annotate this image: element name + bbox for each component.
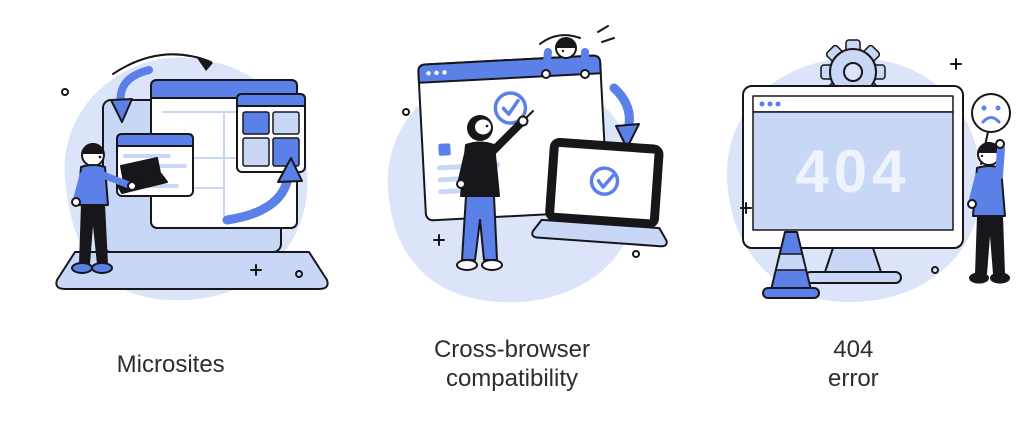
window-header — [417, 54, 602, 84]
refresh-arrows — [109, 53, 303, 225]
person-legs — [78, 204, 108, 264]
person-face — [474, 119, 491, 135]
panel-cross-browser: Cross-browser compatibility — [341, 0, 682, 439]
person-figure — [967, 139, 1011, 284]
person-figure — [70, 143, 168, 274]
cross-browser-illustration-svg — [387, 25, 668, 303]
caption-microsites: Microsites — [117, 318, 225, 410]
caption-line: Cross-browser — [433, 336, 590, 363]
person-shoe — [990, 272, 1011, 284]
arrow-head — [109, 98, 133, 123]
person-eye — [561, 49, 565, 53]
person-shoe — [90, 262, 113, 274]
panel-microsites: Microsites — [0, 0, 341, 439]
person-shoe — [969, 272, 990, 284]
panel-404-error: 404 — [683, 0, 1024, 439]
person-hair — [555, 38, 576, 48]
person-eye — [981, 154, 984, 158]
sad-face-icon — [971, 93, 1012, 165]
person-shoe — [70, 262, 93, 274]
traffic-cone — [762, 231, 821, 299]
peeking-person — [538, 25, 615, 79]
laptop — [531, 137, 668, 248]
arrow-head — [196, 58, 213, 71]
motion-lines — [596, 25, 615, 43]
monitor-stand — [824, 247, 883, 273]
check-circle-icon — [589, 166, 620, 196]
monitor-screen — [752, 111, 955, 231]
person-eye — [98, 155, 101, 159]
microsites-illustration-svg — [55, 53, 329, 301]
wireframe-lines — [161, 111, 286, 217]
error-404-illustration-svg: 404 — [727, 39, 1012, 303]
person-eye — [485, 124, 489, 128]
person-shoe — [455, 259, 478, 271]
person-hair — [81, 143, 104, 154]
decoration-dots — [401, 108, 640, 258]
error-404-illustration: 404 — [683, 8, 1023, 318]
tiles-window — [235, 93, 306, 173]
arrow-head — [276, 157, 303, 183]
caption-cross-browser: Cross-browser compatibility — [434, 318, 590, 410]
monitor: 404 — [742, 85, 965, 284]
check-circle-icon — [493, 91, 528, 125]
monitor-base — [804, 271, 903, 284]
decoration-dots — [60, 88, 303, 278]
person-legs — [975, 216, 1006, 274]
cross-browser-illustration — [342, 8, 682, 318]
person-hair — [978, 142, 1001, 153]
error-code: 404 — [796, 138, 911, 205]
laptop-base — [531, 218, 668, 248]
caption-404-error: 404 error — [828, 318, 879, 410]
person-figure — [455, 110, 534, 271]
download-arrow-icon — [609, 83, 640, 149]
person-shoe — [480, 259, 503, 271]
browser-bar — [752, 95, 955, 113]
caption-line: Microsites — [116, 350, 225, 378]
microsites-illustration — [1, 8, 341, 318]
caption-line: error — [827, 365, 879, 392]
caption-line: compatibility — [445, 365, 578, 392]
caption-line: 404 — [833, 336, 874, 363]
decoration-dots — [740, 58, 963, 274]
